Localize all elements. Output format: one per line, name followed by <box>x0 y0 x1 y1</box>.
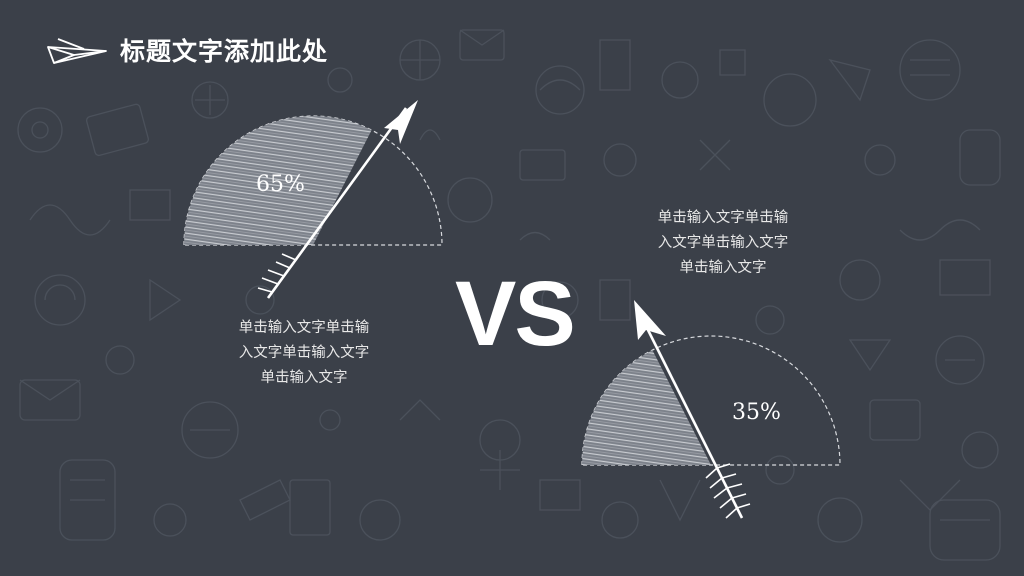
right-description-line: 单击输入文字 <box>679 260 767 276</box>
left-gauge-outline <box>183 115 443 246</box>
right-gauge-fill <box>582 350 711 465</box>
page-title: 标题文字添加此处 <box>120 37 329 66</box>
left-description-line: 入文字单击输入文字 <box>238 345 370 361</box>
left-description-line: 单击输入文字 <box>260 370 348 386</box>
right-gauge-outline <box>581 335 841 466</box>
left-gauge-fill <box>184 116 372 245</box>
right-description-line: 单击输入文字单击输 <box>657 210 789 226</box>
right-percent-label: 35% <box>732 400 781 425</box>
vs-label: VS <box>455 263 576 365</box>
right-arrow-icon <box>634 300 751 519</box>
left-percent-label: 65% <box>256 172 305 197</box>
left-arrow-icon <box>257 100 418 299</box>
header: 标题文字添加此处 <box>44 28 328 72</box>
right-description: 单击输入文字单击输 入文字单击输入文字 单击输入文字 <box>638 206 808 281</box>
right-description-line: 入文字单击输入文字 <box>657 235 789 251</box>
left-description: 单击输入文字单击输 入文字单击输入文字 单击输入文字 <box>219 316 389 391</box>
paper-plane-icon <box>47 38 107 64</box>
left-description-line: 单击输入文字单击输 <box>238 320 370 336</box>
